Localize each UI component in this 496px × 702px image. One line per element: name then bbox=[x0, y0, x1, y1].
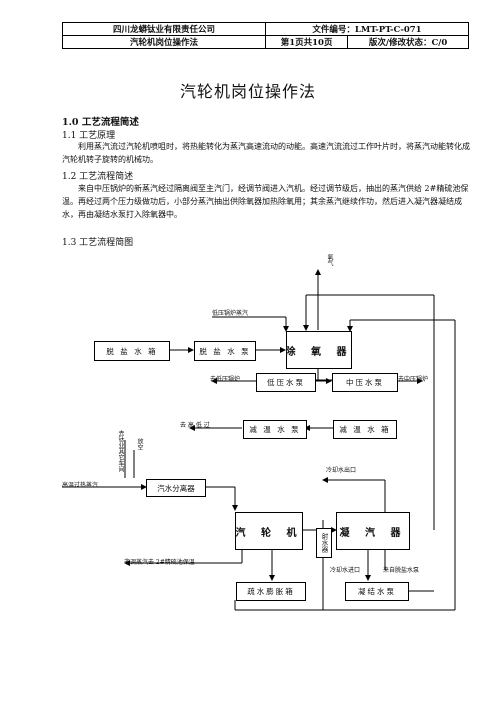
paragraph: 来自中压锅炉的新蒸汽经过隔离阀至主汽门，经调节阀进入汽机。经过调节级后，抽出的蒸… bbox=[62, 184, 469, 219]
mp-water-pump: 中压水泵 bbox=[332, 373, 398, 392]
section-heading: 1.0 工艺流程简述 bbox=[62, 117, 139, 128]
cooling-water-inlet-label: 冷却水进口 bbox=[330, 567, 361, 574]
condensate-pump: 凝结水泵 bbox=[345, 582, 409, 601]
to-lp-boiler-label: 去低压锅炉 bbox=[210, 376, 241, 383]
subsection-heading: 1.3 工艺流程简图 bbox=[62, 238, 134, 248]
paragraph: 利用蒸汽流过汽轮机喷咀时，将热能转化为蒸汽高速流动的动能。高速汽流流过工作叶片时… bbox=[62, 142, 470, 164]
to-ti-shop-label: 去钛业其它车间 bbox=[117, 430, 124, 472]
deaerator: 除 氧 器 bbox=[286, 331, 352, 369]
document-header: 四川龙蟒钛业有限责任公司 文件编号：LMT-PT-C-071 汽轮机岗位操作法 … bbox=[62, 22, 469, 49]
extraction-steam-label: 非调蒸汽去 2#精硫池保温 bbox=[124, 559, 195, 566]
subsection-heading: 1.1 工艺原理 bbox=[62, 131, 116, 141]
water-ejector: 射水器 bbox=[316, 528, 332, 558]
hp-superheated-steam-label: 高温过热蒸汽 bbox=[62, 482, 99, 489]
from-desalt-pump-label: 来自脱盐水泵 bbox=[383, 567, 420, 574]
lp-water-pump: 低压水泵 bbox=[256, 373, 316, 392]
to-hp-superheater-label: 去 高 低 过 bbox=[180, 422, 210, 429]
desalt-water-tank: 脱 盐 水 箱 bbox=[94, 341, 170, 361]
document-number: 文件编号：LMT-PT-C-071 bbox=[265, 22, 469, 36]
to-mp-boiler-label: 去中压锅炉 bbox=[398, 376, 429, 383]
desuperheat-water-tank: 减 温 水 箱 bbox=[333, 420, 397, 439]
page-number: 第1页共10页 bbox=[264, 35, 349, 49]
oxygen-label: 氧气 bbox=[326, 254, 333, 266]
cooling-water-outlet-label: 冷却水出口 bbox=[326, 467, 357, 474]
drain-expansion-tank: 疏水膨胀箱 bbox=[236, 582, 306, 601]
lp-boiler-steam-label: 低压锅炉蒸汽 bbox=[212, 310, 249, 317]
subsection-heading: 1.2 工艺流程简述 bbox=[62, 172, 134, 182]
desalt-water-pump: 脱 盐 水 泵 bbox=[194, 341, 256, 361]
condenser: 凝 汽 器 bbox=[336, 512, 410, 550]
page-title: 汽轮机岗位操作法 bbox=[179, 82, 316, 101]
desuperheat-water-pump: 减 温 水 泵 bbox=[243, 420, 307, 439]
version-status: 版次/修改状态：C/0 bbox=[347, 35, 469, 49]
vent-label: 放空 bbox=[136, 438, 143, 450]
steam-water-separator: 汽水分离器 bbox=[146, 479, 206, 497]
steam-turbine: 汽 轮 机 bbox=[235, 512, 303, 550]
company-name: 四川龙蟒钛业有限责任公司 bbox=[62, 22, 266, 36]
document-name: 汽轮机岗位操作法 bbox=[62, 35, 266, 49]
